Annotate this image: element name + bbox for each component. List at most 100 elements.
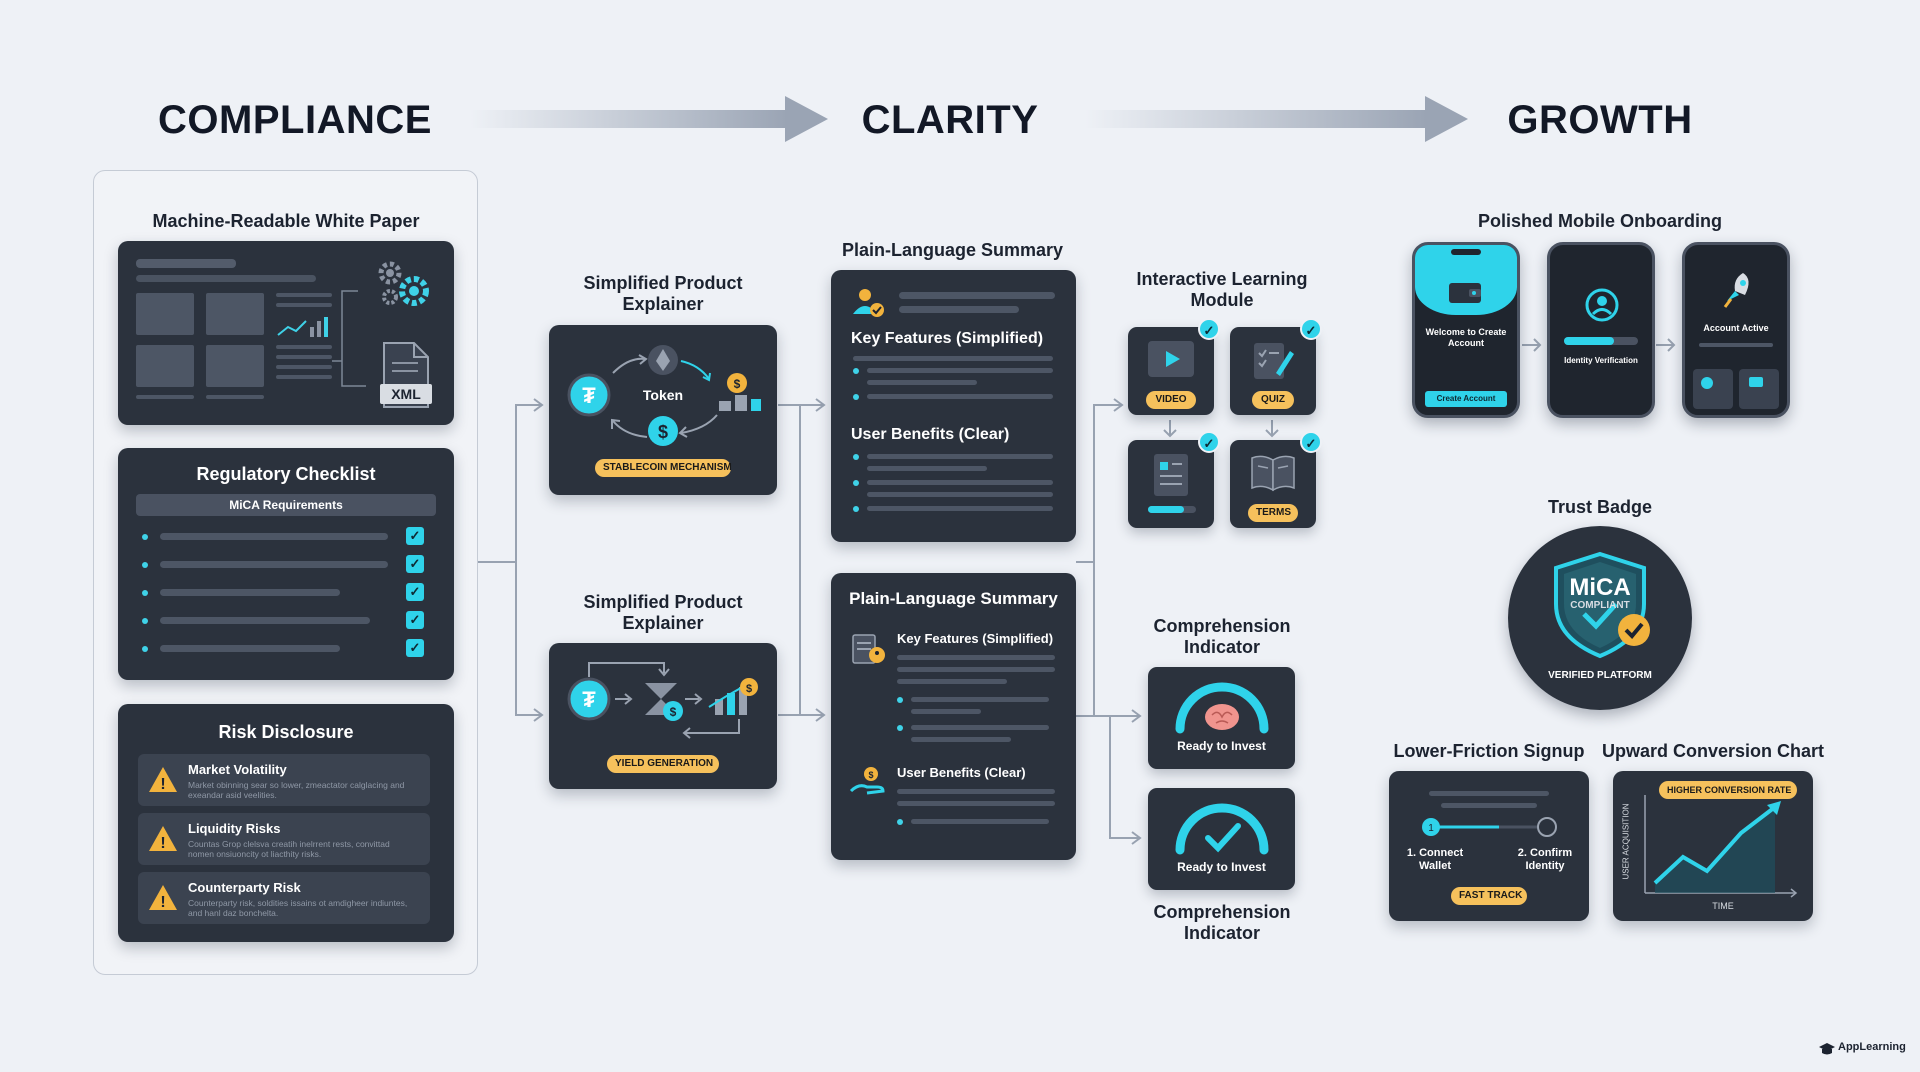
trust-badge: MiCA COMPLIANT VERIFIED PLATFORM	[1508, 526, 1692, 710]
wallet-icon	[1449, 283, 1481, 303]
risk-item-title: Liquidity Risks	[188, 821, 281, 836]
user-profile-icon	[1585, 288, 1619, 322]
risk-item: ! Liquidity Risks Countas Grop clelsva c…	[138, 813, 430, 865]
summary-bottom-title: Plain-Language Summary	[849, 589, 1058, 608]
graduation-cap-icon	[1819, 1043, 1835, 1055]
phone-identity: Identity Verification	[1547, 242, 1655, 418]
risk-item-desc: Counterparty risk, soldities issains ot …	[188, 898, 408, 918]
warning-icon: !	[149, 767, 177, 793]
signup-card: 1 1. Connect Wallet 2. Confirm Identity …	[1389, 771, 1589, 921]
quiz-tile[interactable]: QUIZ	[1230, 327, 1316, 415]
reading-tile[interactable]	[1128, 440, 1214, 528]
svg-text:$: $	[658, 422, 668, 442]
explainer-top-label: Simplified Product Explainer	[583, 273, 743, 314]
signup-progress: 1	[1422, 817, 1557, 837]
phase-arrow-2	[1085, 96, 1468, 142]
mica-text: MiCA	[1569, 574, 1631, 601]
signup-step-2: 2. Confirm Identity	[1517, 847, 1573, 872]
xml-label: XML	[380, 384, 432, 404]
token-label: Token	[642, 387, 684, 403]
brain-gauge-icon	[1175, 682, 1269, 734]
svg-text:$: $	[746, 683, 752, 695]
brand-logo: AppLearning	[1818, 1040, 1918, 1058]
gear-icon	[378, 261, 429, 306]
yield-explainer-card: ₮ $ $ YIELD GENERATION	[549, 643, 777, 789]
svg-text:$: $	[734, 377, 741, 391]
learning-label: Interactive Learning Module	[1136, 269, 1308, 310]
svg-text:₮: ₮	[582, 383, 596, 408]
comprehension-bottom-status: Ready to Invest	[1177, 860, 1266, 874]
check-icon: ✓	[406, 611, 424, 629]
user-check-icon	[853, 289, 884, 317]
warning-icon: !	[149, 826, 177, 852]
video-tile[interactable]: VIDEO	[1128, 327, 1214, 415]
explainer-bottom-label: Simplified Product Explainer	[583, 592, 743, 633]
svg-text:!: !	[160, 776, 165, 793]
fast-track-badge: FAST TRACK	[1451, 887, 1527, 905]
risk-item: ! Market Volatility Market obinning sear…	[138, 754, 430, 806]
risk-item: ! Counterparty Risk Counterparty risk, s…	[138, 872, 430, 924]
checklist-subtitle: MiCA Requirements	[136, 494, 436, 516]
summary-bottom-features: Key Features (Simplified)	[897, 631, 1054, 646]
regulatory-checklist-card: Regulatory Checklist MiCA Requirements ✓…	[118, 448, 454, 680]
account-active-text: Account Active	[1703, 323, 1769, 333]
summary-top-label: Plain-Language Summary	[841, 240, 1064, 260]
stablecoin-explainer-card: ₮ $ $ Token STABLECOIN MECHANISM	[549, 325, 777, 495]
check-icon: ✓	[1300, 318, 1322, 340]
comprehension-bottom-label: Comprehension Indicator	[1153, 902, 1291, 943]
terms-badge: TERMS	[1248, 504, 1298, 522]
summary-bottom-card: Plain-Language Summary Key Features (Sim…	[831, 573, 1076, 860]
svg-text:$: $	[670, 705, 677, 719]
risk-item-desc: Market obinning sear so lower, zmeactato…	[188, 780, 405, 800]
summary-top-card: Key Features (Simplified) User Benefits …	[831, 270, 1076, 542]
svg-text:1: 1	[1428, 823, 1434, 834]
risk-title: Risk Disclosure	[218, 722, 354, 742]
check-icon: ✓	[406, 639, 424, 657]
welcome-text: Welcome to Create Account	[1425, 327, 1507, 348]
signup-label: Lower-Friction Signup	[1393, 741, 1585, 761]
verified-text: VERIFIED PLATFORM	[1548, 670, 1652, 681]
progress-doc-icon	[1148, 454, 1196, 513]
check-icon: ✓	[406, 527, 424, 545]
comprehension-top-status: Ready to Invest	[1177, 739, 1266, 753]
stablecoin-badge: STABLECOIN MECHANISM	[595, 459, 732, 477]
summary-bottom-benefits: User Benefits (Clear)	[897, 765, 1026, 780]
risk-item-title: Counterparty Risk	[188, 880, 301, 895]
white-paper-card: XML	[118, 241, 454, 425]
rocket-icon	[1723, 273, 1749, 308]
phone-active: Account Active	[1682, 242, 1790, 418]
quiz-badge: QUIZ	[1252, 391, 1294, 409]
conversion-chart	[1644, 795, 1798, 898]
check-gauge-icon	[1175, 803, 1269, 855]
risk-item-desc: Countas Grop clelsva creatih inelrrent r…	[188, 839, 390, 859]
white-paper-label: Machine-Readable White Paper	[152, 211, 420, 231]
quiz-pencil-icon	[1254, 343, 1294, 379]
svg-text:!: !	[160, 894, 165, 911]
check-icon: ✓	[406, 555, 424, 573]
comprehension-top-label: Comprehension Indicator	[1153, 616, 1291, 657]
phase-growth: GROWTH	[1507, 98, 1693, 142]
conversion-badge: HIGHER CONVERSION RATE	[1659, 781, 1797, 799]
token-cycle-diagram: ₮ $ $	[567, 345, 761, 446]
terms-tile[interactable]: TERMS	[1230, 440, 1316, 528]
summary-top-benefits: User Benefits (Clear)	[851, 426, 1010, 443]
onboarding-label: Polished Mobile Onboarding	[1477, 211, 1722, 231]
chart-xlabel: TIME	[1712, 901, 1734, 911]
yield-badge: YIELD GENERATION	[607, 755, 719, 773]
conversion-label: Upward Conversion Chart	[1601, 741, 1825, 761]
check-icon: ✓	[1198, 318, 1220, 340]
signup-step-1: 1. Connect Wallet	[1406, 847, 1464, 872]
create-account-button[interactable]: Create Account	[1425, 391, 1507, 407]
risk-disclosure-card: Risk Disclosure ! Market Volatility Mark…	[118, 704, 454, 942]
compliant-text: COMPLIANT	[1570, 600, 1630, 611]
hand-coin-icon: $	[849, 767, 885, 795]
svg-text:₮: ₮	[582, 687, 596, 712]
warning-icon: !	[149, 885, 177, 911]
phone-welcome: Welcome to Create Account Create Account	[1412, 242, 1520, 418]
summary-top-features: Key Features (Simplified)	[851, 330, 1044, 347]
svg-text:$: $	[868, 770, 873, 780]
check-icon: ✓	[1300, 431, 1322, 453]
brand-name: AppLearning	[1838, 1041, 1906, 1053]
flow-connector	[332, 290, 366, 387]
